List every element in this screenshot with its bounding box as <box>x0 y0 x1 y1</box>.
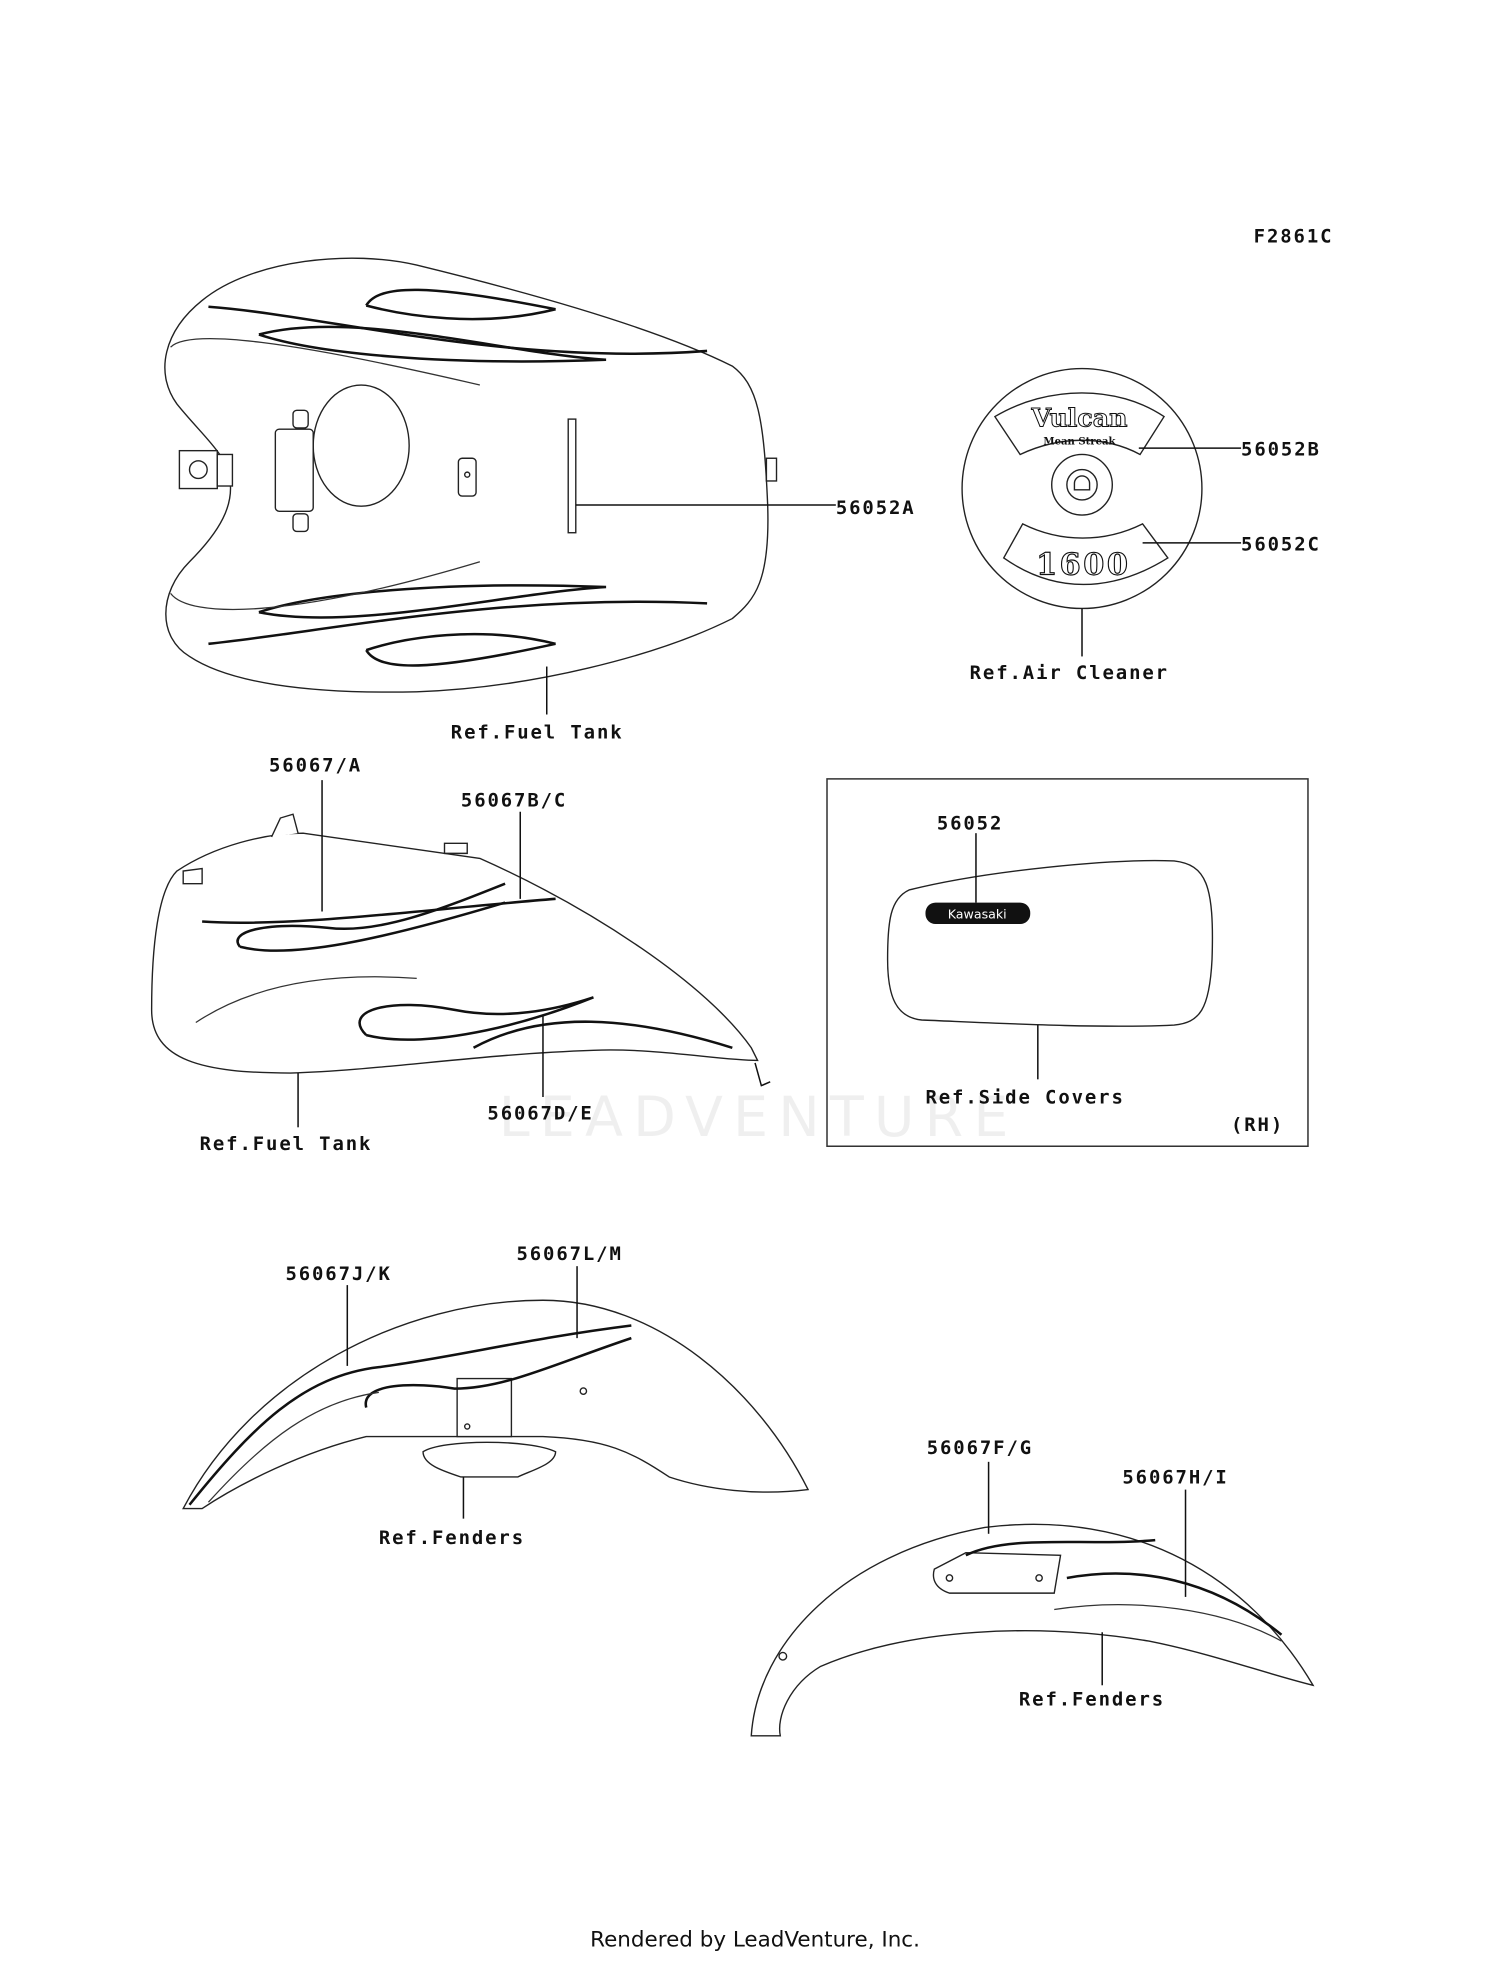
callout-56052c: 56052C <box>1241 533 1321 555</box>
callout-56067-a: 56067/A <box>269 754 362 776</box>
callout-56067-lm: 56067L/M <box>516 1243 622 1265</box>
mean-streak-logo: Mean Streak <box>1043 435 1116 447</box>
ref-air-cleaner: Ref.Air Cleaner <box>970 662 1169 684</box>
kawasaki-badge <box>925 902 1031 925</box>
watermark: LEADVENTURE <box>499 1085 1019 1150</box>
rear-fender <box>750 1461 1315 1737</box>
tank-emblem-decal <box>567 418 577 534</box>
callout-56067-hi: 56067H/I <box>1122 1466 1228 1488</box>
fuel-tank-side-view <box>150 780 771 1128</box>
ref-fuel-tank-top: Ref.Fuel Tank <box>451 721 624 743</box>
ref-side-covers: Ref.Side Covers <box>925 1086 1124 1108</box>
callout-56052b: 56052B <box>1241 439 1321 461</box>
side-cover-panel: Kawasaki <box>826 778 1309 1147</box>
front-fender <box>182 1266 810 1519</box>
callout-56067-de: 56067D/E <box>487 1103 593 1125</box>
side-indicator-rh: (RH) <box>1231 1114 1284 1136</box>
ref-fuel-tank-side: Ref.Fuel Tank <box>200 1133 373 1155</box>
callout-56067-bc: 56067B/C <box>461 790 567 812</box>
air-cleaner-cover: Vulcan Mean Streak 1600 <box>961 367 1242 657</box>
callout-56067-fg: 56067F/G <box>927 1437 1033 1459</box>
ref-fenders-rear: Ref.Fenders <box>1019 1688 1165 1710</box>
figure-id: F2861C <box>1254 225 1334 247</box>
footer-credit: Rendered by LeadVenture, Inc. <box>590 1928 920 1953</box>
1600-logo: 1600 <box>1036 547 1130 582</box>
callout-56052a: 56052A <box>836 497 916 519</box>
fuel-tank-top-view <box>164 257 836 715</box>
callout-56052: 56052 <box>937 812 1003 834</box>
vulcan-logo: Vulcan <box>1030 403 1127 433</box>
ref-fenders-front: Ref.Fenders <box>379 1527 525 1549</box>
kawasaki-badge-text: Kawasaki <box>948 906 1007 921</box>
callout-56067-jk: 56067J/K <box>285 1263 391 1285</box>
